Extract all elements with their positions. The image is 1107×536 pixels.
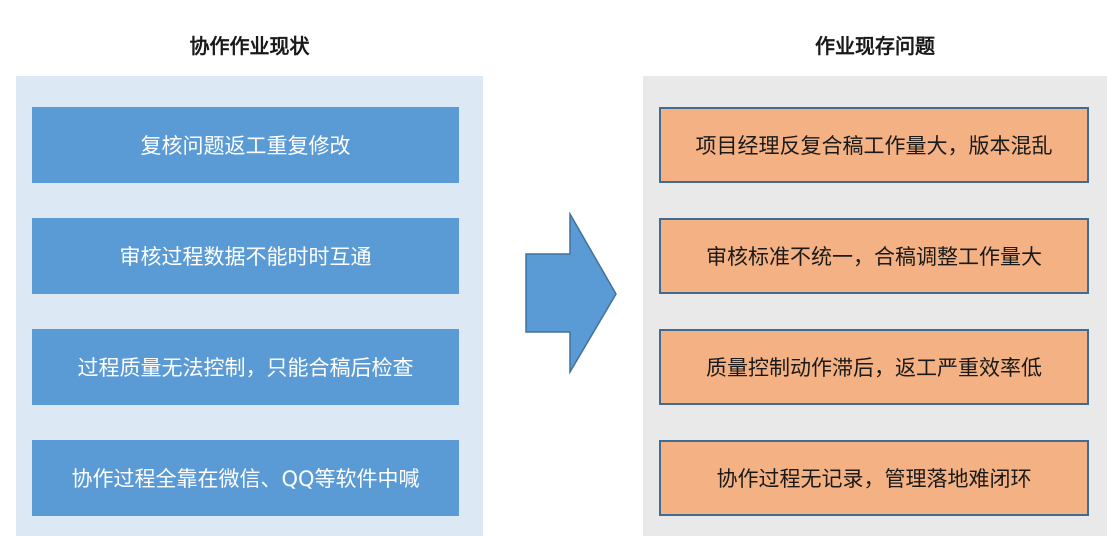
problem-item: 审核标准不统一，合稿调整工作量大 xyxy=(659,218,1089,294)
current-state-heading: 协作作业现状 xyxy=(189,34,310,58)
right-arrow-icon xyxy=(525,212,617,375)
current-state-item: 复核问题返工重复修改 xyxy=(32,107,459,183)
current-state-panel: 复核问题返工重复修改 审核过程数据不能时时互通 过程质量无法控制，只能合稿后检查… xyxy=(16,76,483,536)
current-state-item: 过程质量无法控制，只能合稿后检查 xyxy=(32,329,459,405)
existing-problems-panel: 项目经理反复合稿工作量大，版本混乱 审核标准不统一，合稿调整工作量大 质量控制动… xyxy=(643,76,1107,536)
problem-item: 协作过程无记录，管理落地难闭环 xyxy=(659,440,1089,516)
current-state-item: 协作过程全靠在微信、QQ等软件中喊 xyxy=(32,440,459,516)
current-state-item: 审核过程数据不能时时互通 xyxy=(32,218,459,294)
problem-item: 项目经理反复合稿工作量大，版本混乱 xyxy=(659,107,1089,183)
existing-problems-heading: 作业现存问题 xyxy=(815,34,935,58)
problem-item: 质量控制动作滞后，返工严重效率低 xyxy=(659,329,1089,405)
